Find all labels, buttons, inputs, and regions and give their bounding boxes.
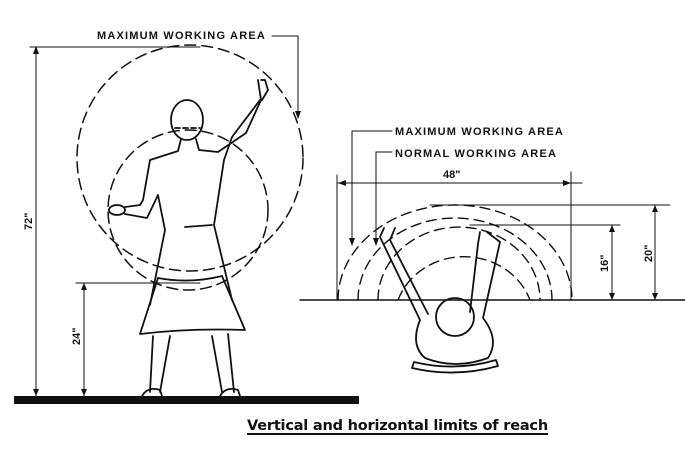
normal-reach-circle	[107, 129, 269, 291]
floor-bar	[14, 396, 359, 404]
figure-caption: Vertical and horizontal limits of reach	[247, 418, 548, 434]
width-48-label: 48"	[443, 169, 460, 181]
seated-normal-area-label: NORMAL WORKING AREA	[395, 148, 557, 160]
height-24-label: 24"	[71, 328, 83, 345]
standing-figure	[108, 79, 269, 397]
depth-16-label: 16"	[599, 255, 611, 272]
seated-figure	[379, 227, 501, 374]
depth-20-label: 20"	[643, 245, 655, 262]
max-reach-circle	[76, 44, 304, 272]
seated-max-area-label: MAXIMUM WORKING AREA	[395, 126, 564, 138]
standing-max-area-label: MAXIMUM WORKING AREA	[97, 30, 266, 42]
height-72-label: 72"	[23, 213, 35, 230]
reach-arcs	[337, 204, 573, 301]
